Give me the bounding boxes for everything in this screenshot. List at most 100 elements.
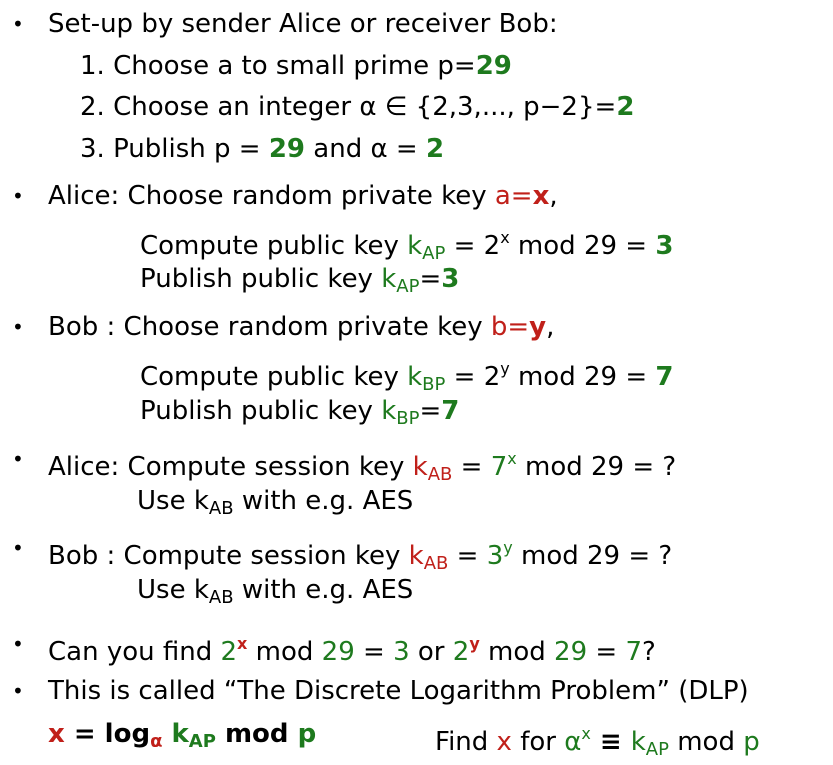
step3-text-b: and α = (305, 134, 426, 164)
dlp-line: This is called “The Discrete Logarithm P… (48, 676, 749, 706)
bob-compute-value: 7 (655, 362, 674, 392)
dlp-formula-mod: mod (215, 719, 298, 749)
question-result2: 7 (625, 637, 642, 667)
alice-session-key: Alice: Compute session key kAB = 7x mod … (48, 444, 676, 490)
bob-private-key: Bob : Choose random private key b=y, (48, 312, 554, 342)
bob-compute-rest: mod 29 = (509, 362, 656, 392)
bob-session-base: 3 (486, 541, 504, 571)
question-mod1: mod (247, 637, 322, 667)
bob-session-eq: = (448, 541, 487, 571)
alice-session-k: k (412, 452, 428, 482)
dlp-find-alpha: α (564, 727, 582, 757)
setup-step-2: 2. Choose an integer α ∈ {2,3,..., p−2}=… (80, 92, 634, 122)
alice-compute-eq: = 2 (445, 231, 501, 261)
step3-text-a: 3. Publish p = (80, 134, 269, 164)
alice-k: k (407, 231, 423, 261)
dlp-find-equiv: ≡ (590, 727, 631, 757)
bob-k: k (407, 362, 423, 392)
setup-step-3: 3. Publish p = 29 and α = 2 (80, 134, 444, 164)
bob-publish-value: 7 (441, 396, 460, 426)
dlp-formula: x = logα kAP mod p (48, 719, 316, 757)
bullet-dlp: • (12, 679, 24, 703)
bob-session-sub: AB (423, 553, 449, 574)
bullet-setup: • (12, 12, 24, 36)
dlp-formula-k-sub: AP (188, 731, 216, 752)
question-mod2: mod (479, 637, 555, 667)
alice-use-aes: Use kAB with e.g. AES (137, 486, 413, 524)
question-exp1: x (237, 634, 248, 653)
alice-private-key: Alice: Choose random private key a=x, (48, 181, 558, 211)
question-or: or (409, 637, 453, 667)
dlp-find-mod: mod (668, 727, 744, 757)
bob-session-exp: y (503, 538, 513, 557)
setup-heading: Set-up by sender Alice or receiver Bob: (48, 9, 558, 39)
bullet-bob-session: • (12, 536, 24, 560)
bob-session-key: Bob : Compute session key kAB = 3y mod 2… (48, 533, 672, 579)
alice-use-text: Use k (137, 486, 209, 516)
step2-text: 2. Choose an integer α ∈ {2,3,..., p−2}= (80, 92, 617, 122)
alice-publish-value: 3 (441, 264, 460, 294)
bob-comma: , (546, 312, 555, 342)
alice-session-rest: mod 29 = ? (516, 452, 677, 482)
bob-session-prefix: Bob : Compute session key (48, 541, 409, 571)
question-result1: 3 (393, 637, 410, 667)
alice-compute-value: 3 (655, 231, 674, 261)
dlp-find-for: for (511, 727, 565, 757)
question-end: ? (642, 637, 656, 667)
question-base2: 2 (452, 637, 470, 667)
dlp-find: Find x for αx ≡ kAP mod p (435, 719, 760, 765)
bob-publish-text: Publish public key (140, 396, 382, 426)
alice-session-sub: AB (427, 464, 453, 485)
step1-value: 29 (475, 51, 512, 81)
question-eq2: = (587, 637, 626, 667)
bullet-bob-keys: • (12, 315, 24, 339)
dlp-formula-log: = log (64, 719, 151, 749)
alice-publish-eq: = (419, 264, 442, 294)
alice-publish-sub: AP (396, 276, 420, 297)
dlp-find-p: p (743, 727, 760, 757)
alice-priv-label: a= (494, 181, 533, 211)
bob-publish-k: k (381, 396, 397, 426)
alice-k-sub: AP (422, 243, 446, 264)
step3-value-p: 29 (268, 134, 306, 164)
alice-use-rest: with e.g. AES (233, 486, 414, 516)
step3-value-alpha: 2 (425, 134, 445, 164)
dlp-formula-alpha: α (150, 731, 163, 752)
dlp-formula-k: k (162, 719, 189, 749)
bob-compute-public: Compute public key kBP = 2y mod 29 = 7 (140, 354, 673, 400)
bob-priv-value: y (529, 312, 547, 342)
alice-publish: Publish public key kAP=3 (140, 264, 459, 302)
bob-session-k: k (408, 541, 424, 571)
bob-compute-eq: = 2 (445, 362, 501, 392)
question-modulus1: 29 (321, 637, 355, 667)
question-text: Can you find (48, 637, 221, 667)
dlp-formula-p: p (297, 719, 317, 749)
bob-use-aes: Use kAB with e.g. AES (137, 575, 413, 613)
dlp-text: This is called “The Discrete Logarithm P… (48, 676, 749, 706)
step2-value: 2 (616, 92, 635, 122)
alice-prefix: Alice: Choose random private key (48, 181, 495, 211)
dlp-find-k: k (630, 727, 646, 757)
alice-use-sub: AB (208, 498, 234, 519)
bullet-alice-session: • (12, 447, 24, 471)
alice-comma: , (549, 181, 558, 211)
bob-prefix: Bob : Choose random private key (48, 312, 491, 342)
alice-priv-value: x (532, 181, 550, 211)
bullet-alice-keys: • (12, 184, 24, 208)
bob-publish-sub: BP (396, 408, 420, 429)
alice-compute-text: Compute public key (140, 231, 408, 261)
dlp-find-exp: x (581, 724, 591, 743)
dlp-formula-x: x (48, 719, 65, 749)
question-line: Can you find 2x mod 29 = 3 or 2y mod 29 … (48, 629, 656, 667)
setup-heading-text: Set-up by sender Alice or receiver Bob: (48, 9, 558, 39)
bob-publish-eq: = (419, 396, 442, 426)
question-eq1: = (354, 637, 394, 667)
question-exp2: y (469, 634, 480, 653)
bob-publish: Publish public key kBP=7 (140, 396, 459, 434)
bob-k-sub: BP (422, 374, 446, 395)
alice-publish-k: k (381, 264, 397, 294)
bob-use-sub: AB (208, 587, 234, 608)
bob-use-rest: with e.g. AES (233, 575, 414, 605)
bob-compute-exp: y (500, 359, 510, 378)
setup-step-1: 1. Choose a to small prime p=29 (80, 51, 512, 81)
